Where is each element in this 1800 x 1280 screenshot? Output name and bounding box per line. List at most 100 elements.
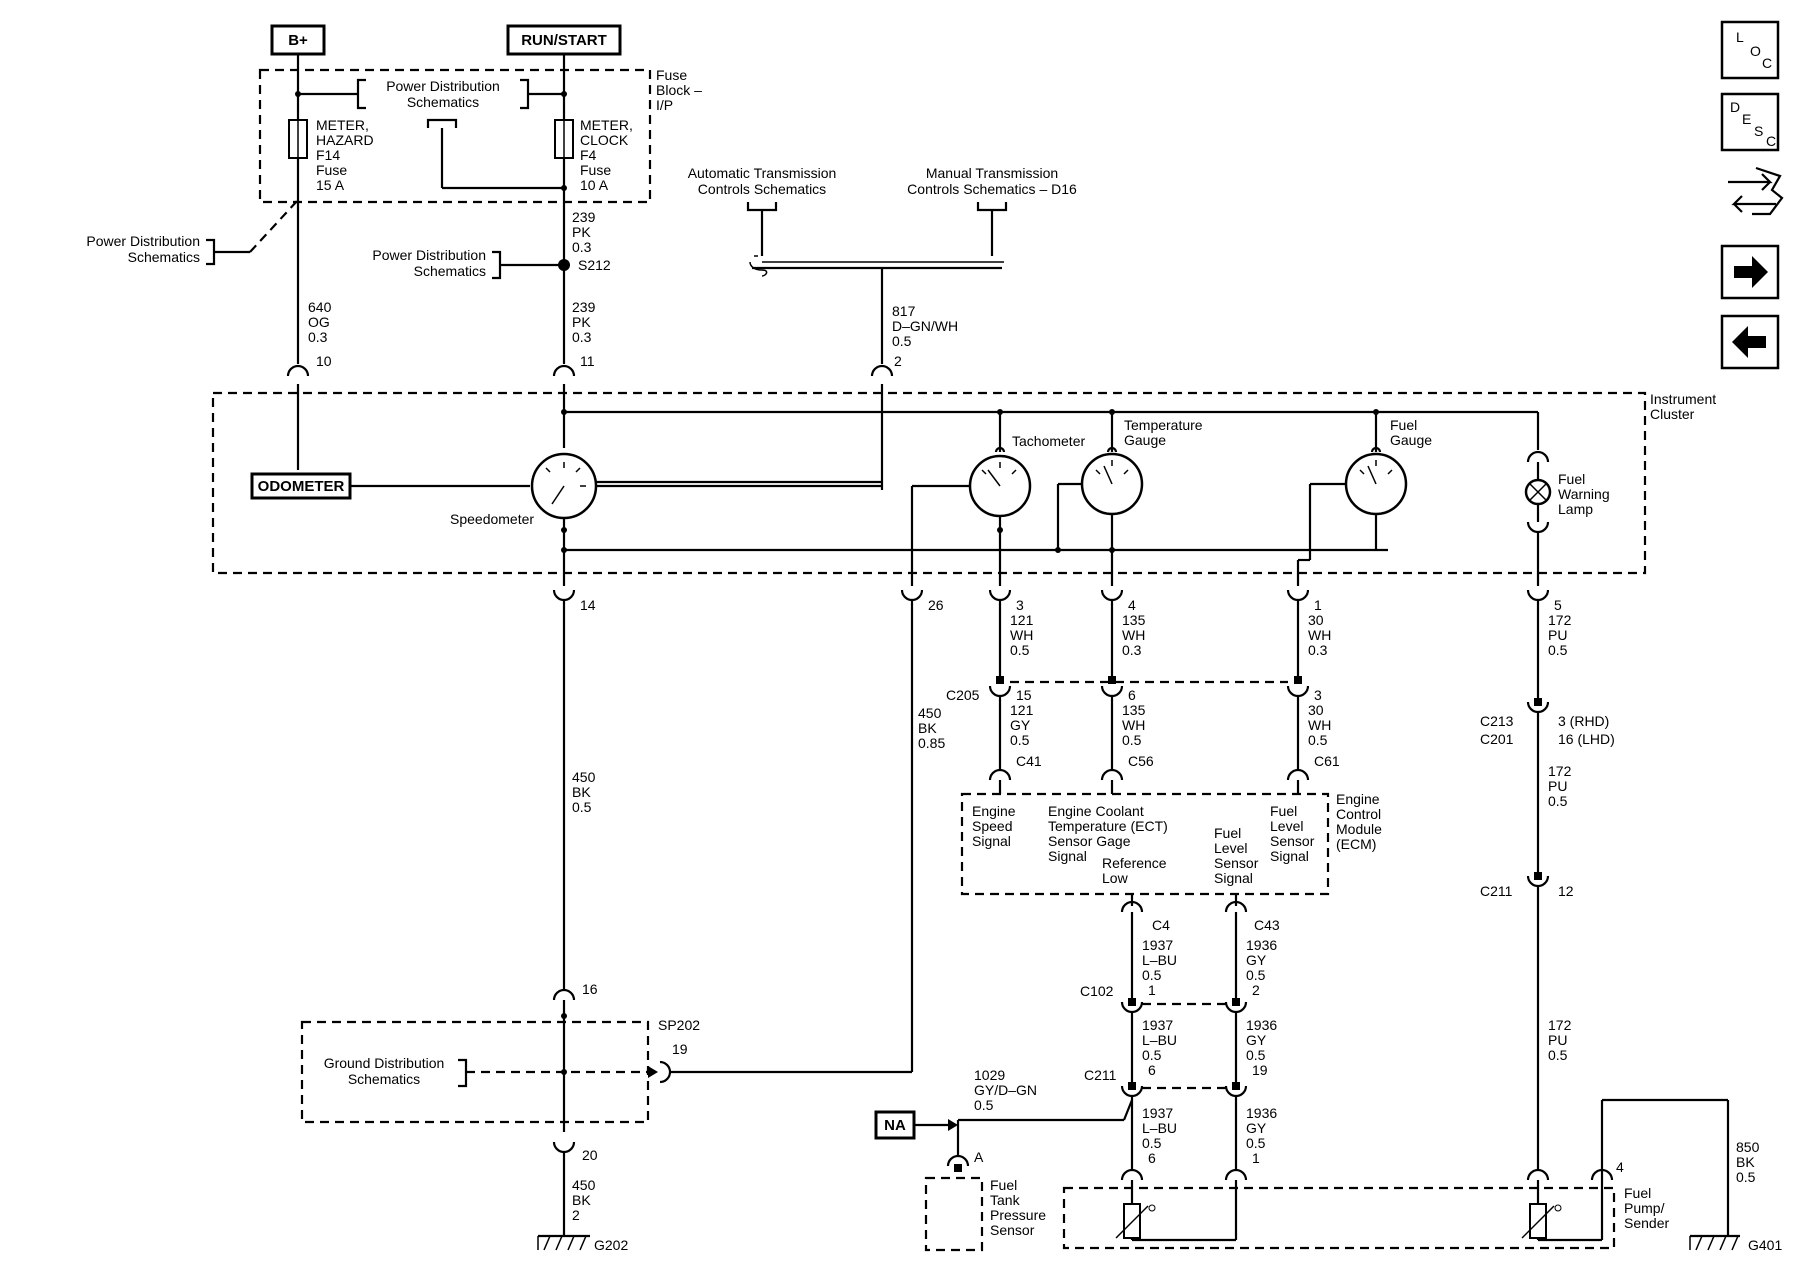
c211-right-label: C211	[1480, 883, 1513, 899]
forward-arrow-button[interactable]	[1720, 244, 1780, 300]
c211-label: C211	[1084, 1067, 1117, 1083]
fuel-tank-pressure-sensor-box	[924, 1176, 984, 1252]
ground-g202	[537, 1234, 590, 1251]
pin-20: 20	[582, 1147, 598, 1163]
ecm-box	[960, 792, 1330, 896]
svg-text:C: C	[1762, 55, 1772, 71]
c43-label: C43	[1254, 917, 1280, 933]
pin-26: 26	[928, 597, 944, 613]
speedometer-label: Speedometer	[450, 511, 534, 527]
pin-10: 10	[316, 353, 332, 369]
fuel-pump-sender-box	[1062, 1186, 1616, 1250]
g202-label: G202	[594, 1237, 628, 1253]
loc-button[interactable]: L O C	[1720, 20, 1780, 80]
sp202-label: SP202	[658, 1017, 700, 1033]
pin-a: A	[974, 1149, 984, 1165]
c56-label: C56	[1128, 753, 1154, 769]
instrument-cluster-box	[211, 391, 1647, 575]
pin-14: 14	[580, 597, 596, 613]
pin-4: 4	[1616, 1159, 1624, 1175]
temperature-gauge	[1080, 452, 1144, 516]
c205-label: C205	[946, 687, 980, 703]
fuel-warning-lamp	[1524, 478, 1552, 506]
c213-label: C213	[1480, 713, 1514, 729]
svg-text:RUN/START: RUN/START	[521, 32, 607, 49]
splice-label: S212	[578, 257, 611, 273]
desc-button[interactable]: D E S C	[1720, 92, 1780, 152]
svg-text:O: O	[1750, 43, 1761, 59]
svg-text:S: S	[1754, 123, 1763, 139]
swap-arrows-icon[interactable]	[1728, 166, 1784, 216]
tachometer-gauge	[968, 454, 1032, 518]
c61-label: C61	[1314, 753, 1340, 769]
lhd-pin: 16 (LHD)	[1558, 731, 1615, 747]
b-plus-tag: B+	[270, 24, 326, 56]
splice-s212	[558, 259, 570, 271]
c41-label: C41	[1016, 753, 1042, 769]
svg-text:L: L	[1736, 29, 1744, 45]
svg-text:D: D	[1730, 99, 1740, 115]
c102-label: C102	[1080, 983, 1114, 999]
ground-g401	[1689, 1234, 1740, 1251]
svg-text:NA: NA	[884, 1117, 906, 1134]
pin-16: 16	[582, 981, 598, 997]
back-arrow-button[interactable]	[1720, 314, 1780, 370]
arrow-right-icon	[1734, 256, 1768, 288]
na-tag: NA	[874, 1110, 916, 1140]
speedometer-gauge	[530, 452, 598, 520]
c201-label: C201	[1480, 731, 1514, 747]
c4-label: C4	[1152, 917, 1170, 933]
pin-2: 2	[894, 353, 902, 369]
fuel-gauge	[1344, 452, 1408, 516]
fuse-block-box	[258, 68, 652, 204]
svg-text:E: E	[1742, 111, 1751, 127]
pin-12: 12	[1558, 883, 1574, 899]
pin-19: 19	[672, 1041, 688, 1057]
fuel-level-sensor-resistor	[1115, 1203, 1156, 1239]
tachometer-label: Tachometer	[1012, 433, 1085, 449]
rhd-pin: 3 (RHD)	[1558, 713, 1609, 729]
